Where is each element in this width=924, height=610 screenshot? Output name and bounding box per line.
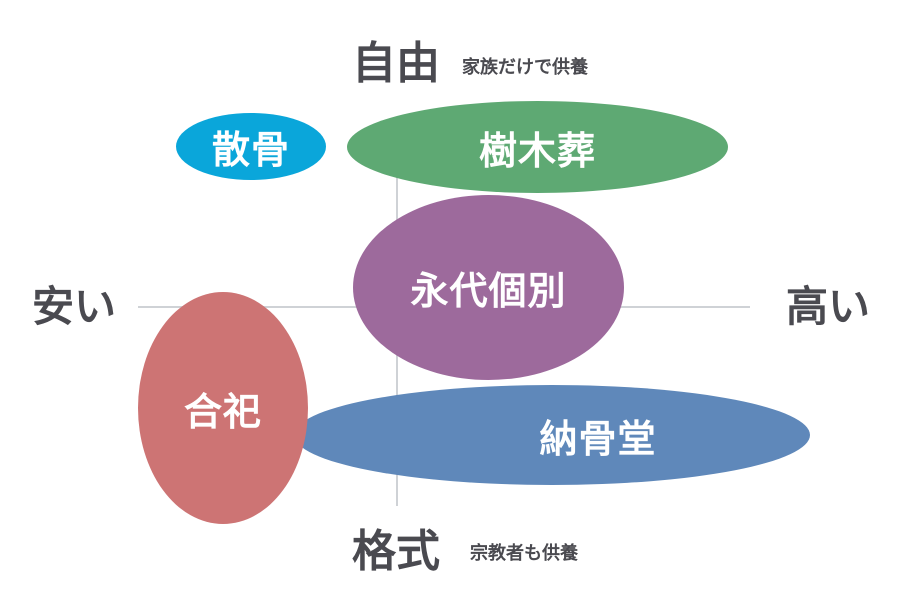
- eidai-kobetsu-label: 永代個別: [410, 269, 567, 313]
- axis-label-top-sub: 家族だけで供養: [462, 57, 588, 78]
- eidai-kobetsu-ellipse: 永代個別: [353, 195, 624, 380]
- axis-label-bottom: 格式: [352, 526, 440, 577]
- axis-label-top: 自由: [352, 38, 440, 89]
- goshi-label: 合祀: [183, 389, 262, 434]
- axis-label-left: 安い: [32, 282, 117, 331]
- nokotsudo-ellipse: 納骨堂: [294, 385, 810, 485]
- sankotsu-label: 散骨: [211, 128, 290, 172]
- sankotsu-ellipse: 散骨: [176, 113, 326, 180]
- axis-label-bottom-sub: 宗教者も供養: [470, 543, 578, 564]
- nokotsudo-label: 納骨堂: [539, 416, 657, 461]
- goshi-ellipse: 合祀: [138, 292, 308, 524]
- jumokuso-ellipse: 樹木葬: [347, 101, 728, 193]
- jumokuso-label: 樹木葬: [478, 128, 596, 173]
- axis-label-right: 高い: [786, 282, 871, 331]
